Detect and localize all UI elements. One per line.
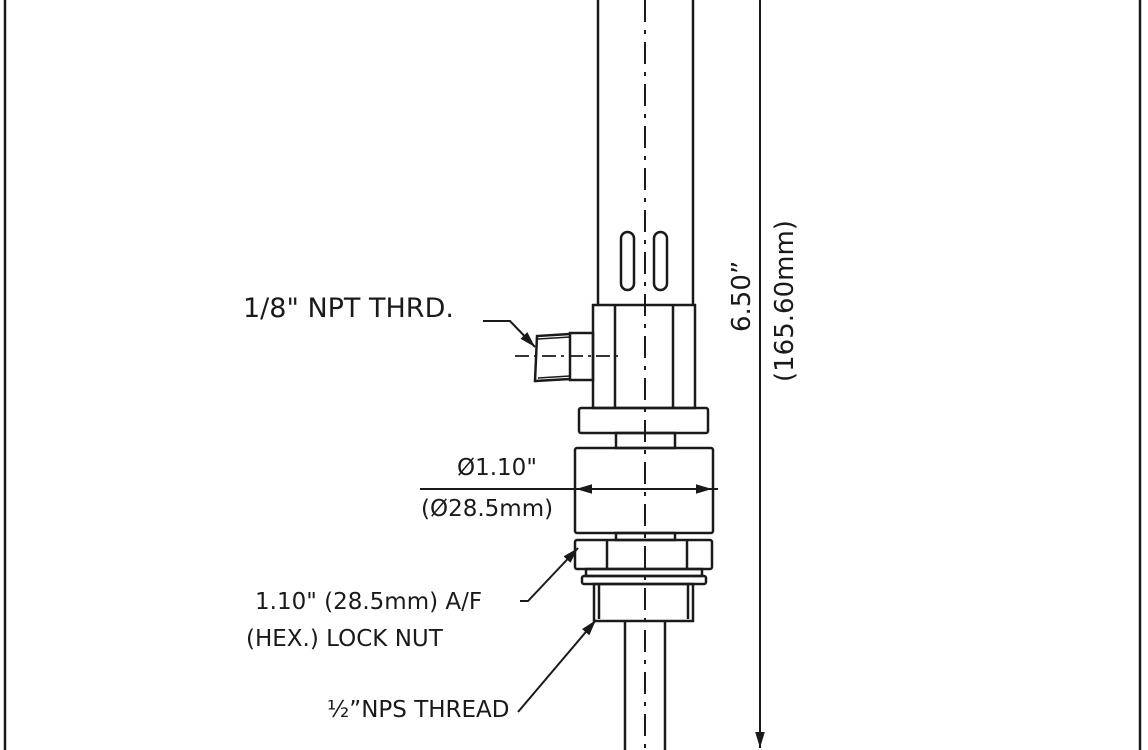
- hex-lock-nut: [573, 538, 714, 571]
- length-inches-label: 6.50”: [727, 260, 757, 332]
- flange: [577, 406, 710, 435]
- npt-thread-label: 1/8" NPT THRD.: [243, 293, 454, 324]
- locknut-label-line2: (HEX.) LOCK NUT: [246, 626, 443, 652]
- nps-thread-label: ½”NPS THREAD: [327, 697, 510, 723]
- locknut-label-line1: 1.10" (28.5mm) A/F: [255, 589, 483, 615]
- side-port: [515, 331, 622, 383]
- probe-shaft: [623, 621, 667, 750]
- upper-tube: [596, 0, 695, 305]
- diameter-inches-label: Ø1.10": [457, 455, 537, 481]
- leaders: [483, 320, 597, 713]
- diameter-mm-label: (Ø28.5mm): [421, 496, 554, 522]
- length-mm-label: (165.60mm): [770, 220, 800, 382]
- vent-slot: [619, 230, 636, 292]
- vent-slot: [652, 230, 669, 292]
- nps-thread: [592, 582, 695, 623]
